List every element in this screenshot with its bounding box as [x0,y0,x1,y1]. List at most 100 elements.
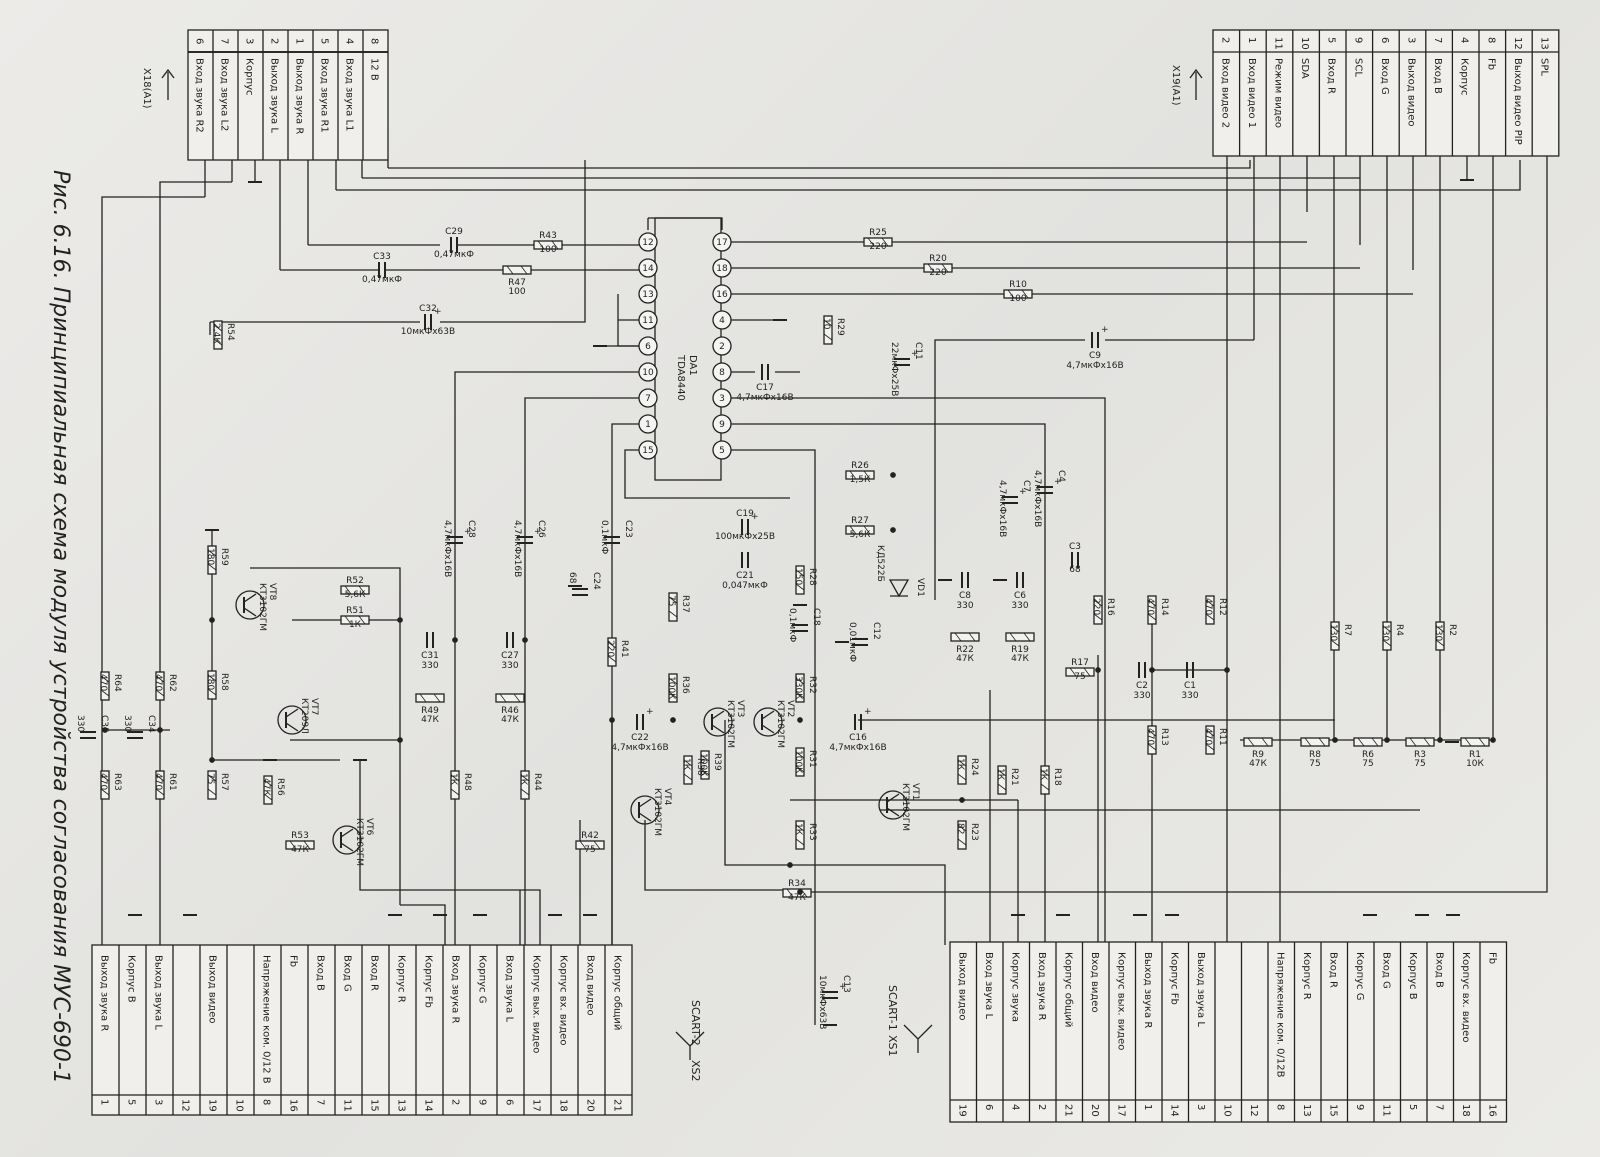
resistor-r58 [207,670,217,700]
resistor-r44 [520,770,530,800]
value-r49: 47К [421,715,439,725]
value-c21: 0,047мкФ [722,581,768,591]
ref-vt1: VT1 [910,783,920,800]
resistor-r12 [1205,595,1215,625]
xs2-pin-18-label: Корпус вх. видео [558,955,569,1045]
value-r19: 47К [1011,654,1029,664]
value-r29: 10 [821,318,831,330]
value-r42: 75 [584,845,595,855]
transistor-vt6 [332,825,362,855]
resistor-r28 [795,565,805,595]
xs1-pin-13-number: 13 [1301,1104,1312,1117]
x19-pin-3-label: Выход видео [1406,58,1417,126]
xs1-pin-6-label: Вход звука L [983,952,994,1019]
xs1-pin-3-label: Выход звука L [1195,952,1206,1027]
value-c23: 0,1мкФ [599,520,609,555]
xs2-pin-15-label: Вход R [369,955,380,991]
ref-c18: C18 [811,608,821,626]
xs2-pin-21-number: 21 [612,1099,623,1112]
ref-c27: C27 [501,651,519,661]
ref-c16: C16 [849,733,867,743]
ref-r41: R41 [619,640,629,658]
ref-r21: R21 [1009,768,1019,786]
x19-pin-2-label: Вход видео 2 [1219,58,1230,128]
xs2-pin-20-label: Вход видео [585,955,596,1016]
xs1-pin-2-label: Вход звука R [1036,952,1047,1020]
value-vt2: КТ3102ГМ [775,700,785,748]
ref-c8: C8 [959,591,971,601]
resistor-r27 [845,525,875,535]
ref-r11: R11 [1217,728,1227,746]
x18-pin-8-label: 12 В [369,58,380,81]
junction-dot [1332,737,1338,743]
value-r32: 330К [793,676,803,700]
connector-x19 [1212,29,1560,157]
ic-pin-14 [638,258,658,278]
resistor-r18 [1040,765,1050,795]
resistor-r51 [340,615,370,625]
value-r52: 5,6К [345,590,366,600]
resistor-hatch [513,693,521,703]
resistor-hatch [1009,632,1017,642]
ref-c23: C23 [623,520,633,538]
resistor-hatch [795,691,805,699]
resistor-hatch [997,783,1007,791]
value-c3: 68 [1069,565,1081,575]
resistor-hatch [957,759,967,767]
resistor-hatch [1205,613,1215,621]
resistor-hatch [289,840,297,850]
value-r13: 470 [1145,728,1155,745]
ic-pin-8-number: 8 [719,368,725,378]
xs1-pin-11-label: Вход G [1380,952,1391,989]
wire [388,160,1251,169]
value-vt3: КТ3102ГМ [725,700,735,748]
value-r16: 220 [1091,598,1101,615]
resistor-r37 [668,592,678,622]
x19-pin-12-label: Выход видео PIP [1512,58,1523,145]
resistor-hatch [997,769,1007,777]
resistor-hatch [1382,625,1392,633]
junction-dot [787,862,793,868]
ref-r20: R20 [929,254,947,264]
scart-plug-icon [675,1031,705,1060]
ref-r1: R1 [1469,750,1481,760]
scart-plug-icon [903,1024,933,1053]
resistor-r41 [607,637,617,667]
ref-r39: R39 [712,753,722,771]
ref-r62: R62 [167,674,177,692]
resistor-hatch [863,470,871,480]
ic-pin-18 [712,258,732,278]
resistor-hatch [700,768,710,776]
ref-r18: R18 [1052,768,1062,786]
resistor-hatch [344,615,352,625]
xs2-pin-5-label: Корпус B [126,955,137,1003]
value-r25: 220 [869,242,886,252]
value-r62: 470 [153,674,163,691]
x18-pin-6-number: 6 [194,38,205,44]
resistor-hatch [700,754,710,762]
ic-pin-1-number: 1 [645,420,651,430]
ref-c31: C31 [421,651,439,661]
xs2-pin-7-number: 7 [315,1099,326,1105]
ref-r32: R32 [807,676,817,694]
resistor-hatch [579,840,587,850]
xs1-pin-18-label: Корпус вх. видео [1460,952,1471,1042]
resistor-r2 [1435,621,1445,651]
ref-r13: R13 [1159,728,1169,746]
junction-dot [1437,737,1443,743]
x18-pin-5-number: 5 [319,38,330,44]
resistor-hatch [957,838,967,846]
resistor-hatch [1435,625,1445,633]
wire [250,567,401,905]
value-c29: 0,47мкФ [434,250,474,260]
ref-c34: C34 [146,715,156,733]
resistor-r7 [1330,621,1340,651]
resistor-hatch [450,788,460,796]
ref-r47: R47 [508,278,526,288]
resistor-r19 [1005,632,1035,642]
ic-pin-14-number: 14 [642,264,654,274]
xs1-pin-18-number: 18 [1460,1104,1471,1117]
junction-dot [1224,667,1230,673]
resistor-hatch [207,774,217,782]
xs1-pin-15-label: Вход R [1327,952,1338,988]
